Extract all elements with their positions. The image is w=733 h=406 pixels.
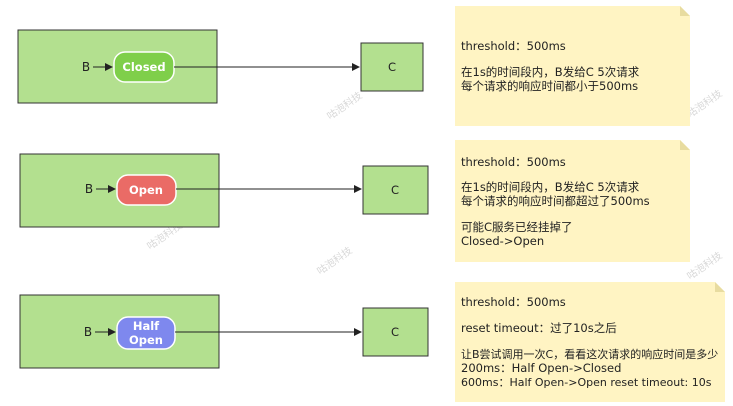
row-open: B Open C threshold：500ms 在1s的时间段内，B发给C 5… [19, 140, 690, 262]
note-line: 在1s的时间段内，B发给C 5次请求 [461, 65, 640, 79]
target-label-c: C [388, 60, 396, 74]
target-label-c: C [391, 183, 399, 197]
service-c-node[interactable] [362, 307, 429, 357]
note-line: 200ms：Half Open->Closed [461, 361, 621, 375]
note-line: 在1s的时间段内，B发给C 5次请求 [461, 180, 640, 194]
row-closed: B Closed C threshold：500ms 在1s的时间段内，B发给C… [17, 6, 690, 126]
note-card [455, 282, 725, 402]
watermark: 咕泡科技 [324, 89, 364, 123]
source-label-b: B [85, 182, 93, 196]
note-fold [680, 140, 690, 150]
note-line: threshold：500ms [461, 295, 566, 309]
target-label-c: C [391, 325, 399, 339]
note-line: reset timeout：过了10s之后 [461, 321, 617, 335]
note-card [455, 140, 690, 262]
note-line: 可能C服务已经挂掉了 [461, 220, 573, 234]
note-line: 每个请求的响应时间都超过了500ms [461, 194, 650, 208]
state-closed-label: Closed [122, 60, 165, 74]
state-open-label: Open [129, 183, 163, 197]
watermark: 咕泡科技 [314, 244, 354, 278]
note-fold [715, 282, 725, 292]
source-label-b: B [82, 60, 90, 74]
state-half-open-label-line1: Half [133, 319, 160, 333]
note-line: 600ms：Half Open->Open reset timeout: 10s [461, 376, 712, 389]
state-half-open-label-line2: Open [129, 333, 163, 347]
state-open-node[interactable] [116, 174, 177, 206]
source-label-b: B [84, 325, 92, 339]
watermark: 咕泡科技 [684, 87, 724, 121]
note-fold [680, 6, 690, 16]
note-line: threshold：500ms [461, 155, 566, 169]
note-line: 让B尝试调用一次C，看看这次请求的响应时间是多少 [461, 347, 718, 361]
row-half-open: B Half Open C threshold：500ms reset time… [19, 282, 725, 402]
note-line: 每个请求的响应时间都小于500ms [461, 79, 638, 93]
note-line: threshold：500ms [461, 39, 566, 53]
note-line: Closed->Open [461, 234, 544, 248]
state-half-open-node[interactable] [116, 316, 176, 350]
note-card [455, 6, 690, 126]
service-c-node[interactable] [360, 42, 424, 92]
service-c-node[interactable] [362, 165, 429, 215]
watermark: 咕泡科技 [684, 249, 724, 283]
